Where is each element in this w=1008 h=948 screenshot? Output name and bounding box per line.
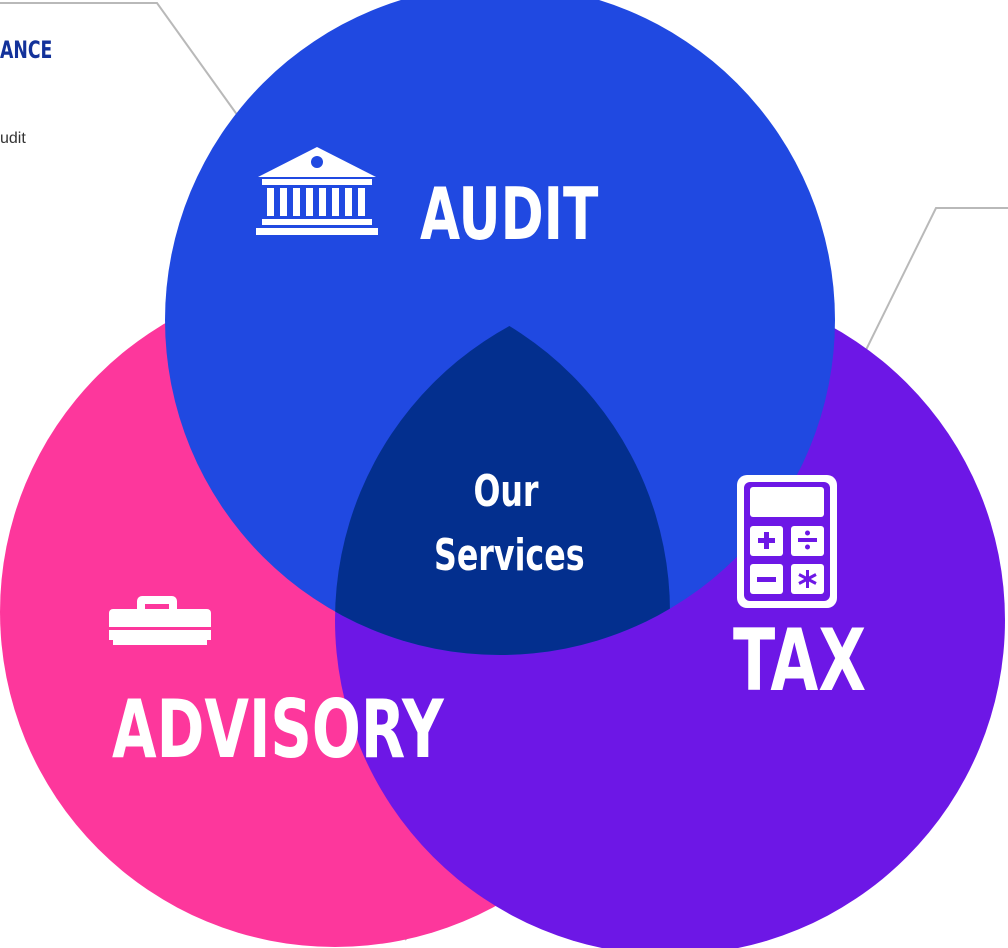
briefcase-icon bbox=[109, 596, 211, 645]
top-left-text: udit bbox=[0, 130, 26, 147]
center-label: Our Services bbox=[434, 448, 585, 600]
leader-line-audit bbox=[0, 1, 244, 124]
center-label-line1: Our bbox=[473, 466, 539, 517]
bank-building-icon bbox=[256, 147, 378, 235]
top-left-heading: ANCE bbox=[0, 36, 53, 64]
tax-label: TAX bbox=[733, 611, 867, 711]
leader-line-tax bbox=[861, 207, 1008, 359]
calculator-icon bbox=[737, 475, 837, 608]
center-label-line2: Services bbox=[434, 530, 585, 581]
audit-label: AUDIT bbox=[420, 172, 599, 256]
center-intersection bbox=[335, 285, 670, 655]
advisory-label: ADVISORY bbox=[112, 683, 444, 776]
